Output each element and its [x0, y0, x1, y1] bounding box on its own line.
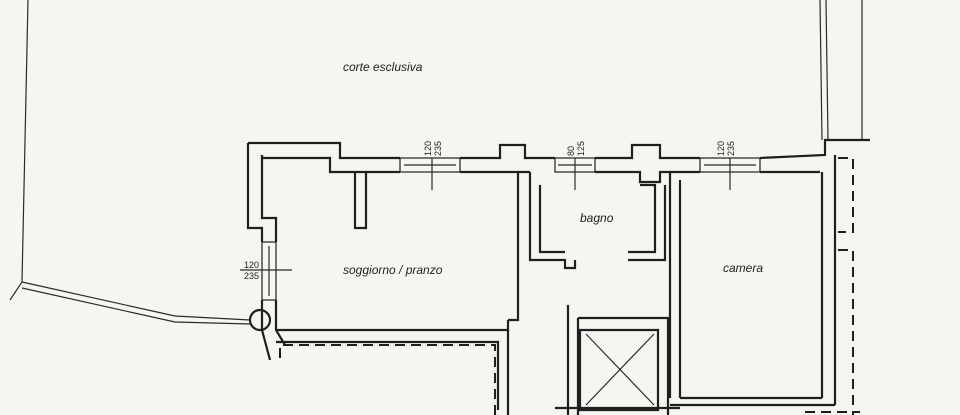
dim-width: 120	[244, 260, 259, 270]
dim-width: 120	[423, 141, 433, 156]
dim-width: 80	[566, 146, 576, 156]
label-bedroom: camera	[723, 261, 763, 275]
dim-width: 120	[716, 141, 726, 156]
dim-height: 125	[576, 141, 586, 156]
dimension-bedroom-top: 120 235	[716, 141, 736, 156]
dimension-living-top: 120 235	[423, 141, 443, 156]
courtyard-boundary	[9, 0, 863, 325]
dim-height: 235	[244, 271, 259, 281]
dashed-neighbours	[279, 157, 860, 415]
label-living-dining: soggiorno / pranzo	[343, 263, 443, 277]
dimension-living-left: 120 235	[244, 260, 259, 281]
exterior-walls	[246, 138, 870, 405]
dimension-bathroom-top: 80 125	[566, 141, 586, 156]
label-bathroom: bagno	[580, 211, 614, 225]
dim-height: 235	[433, 141, 443, 156]
windows	[240, 157, 761, 301]
interior-walls	[276, 172, 835, 415]
elevator-shaft	[555, 305, 680, 415]
dim-height: 235	[726, 141, 736, 156]
label-courtyard: corte esclusiva	[343, 60, 423, 74]
